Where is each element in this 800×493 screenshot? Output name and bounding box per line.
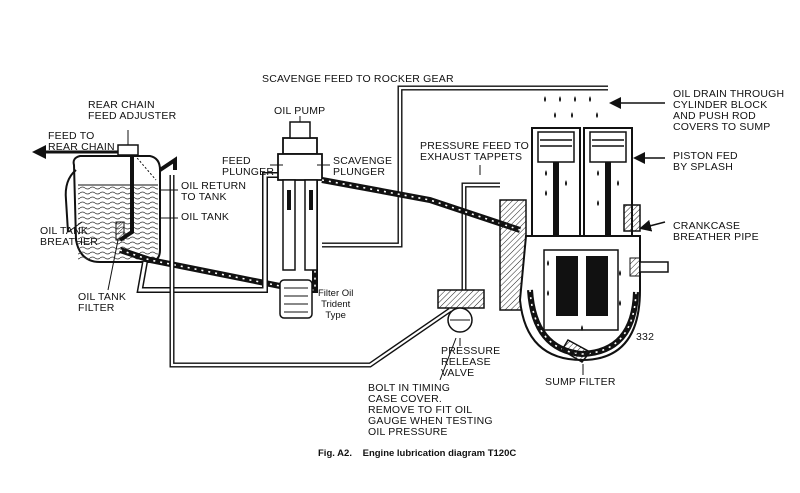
oil-pump-top [282, 137, 318, 155]
oil-return-pipe [158, 156, 177, 172]
label-bolt-timing: BOLT IN TIMING CASE COVER. REMOVE TO FIT… [368, 382, 493, 438]
label-pressure-release-valve: PRESSURE RELEASE VALVE [441, 345, 501, 379]
label-filter-oil: Filter Oil Trident Type [318, 288, 354, 321]
return-pipe-in-tank [118, 152, 134, 242]
label-piston-fed: PISTON FED BY SPLASH [673, 150, 738, 173]
feed-plunger-bore [282, 179, 296, 271]
label-crankcase-breather: CRANKCASE BREATHER PIPE [673, 220, 759, 243]
rear-chain-adjuster-body [117, 144, 139, 156]
engine-group [437, 127, 669, 363]
label-rear-chain-adjuster: REAR CHAIN FEED ADJUSTER [88, 99, 177, 122]
label-scavenge-plunger: SCAVENGE PLUNGER [333, 155, 393, 178]
oil-drops [544, 96, 621, 331]
figure-caption-number: Fig. A2. [318, 448, 352, 459]
label-pressure-feed: PRESSURE FEED TO EXHAUST TAPPETS [420, 140, 530, 163]
label-feed-plunger: FEED PLUNGER [222, 155, 275, 178]
figure-caption: Fig. A2. Engine lubrication diagram T120… [318, 448, 516, 459]
piston-right [589, 131, 627, 163]
scavenge-plunger-bore [304, 179, 318, 271]
feed-to-rear-chain-arrow [32, 145, 118, 159]
label-sump-filter: SUMP FILTER [545, 376, 616, 388]
label-scavenge-feed: SCAVENGE FEED TO ROCKER GEAR [262, 73, 454, 85]
piston-left [537, 131, 575, 163]
label-feed-to-rear-chain: FEED TO REAR CHAIN [48, 130, 115, 153]
crankcase-breather [623, 204, 641, 232]
figure-caption-text: Engine lubrication diagram T120C [362, 448, 517, 459]
oil-tank-breather-pipe [64, 169, 77, 233]
label-oil-tank: OIL TANK [181, 211, 230, 223]
label-oil-drain: OIL DRAIN THROUGH CYLINDER BLOCK AND PUS… [673, 88, 785, 133]
oil-tank-group [64, 144, 161, 263]
exhaust-tappet-pipe [461, 182, 500, 290]
label-oil-pump: OIL PUMP [274, 105, 326, 117]
oil-pump-body [277, 153, 323, 181]
trident-filter-body [279, 279, 313, 319]
pressure-release-valve [437, 289, 485, 333]
callout-arrows [609, 97, 666, 232]
label-oil-tank-breather: OIL TANK BREATHER [40, 225, 98, 248]
label-oil-tank-filter: OIL TANK FILTER [78, 291, 127, 314]
label-figure-number: 332 [636, 331, 655, 343]
label-oil-return: OIL RETURN TO TANK [181, 180, 247, 203]
sump-filter-element [560, 338, 592, 363]
leader-lines [67, 116, 584, 381]
oil-pump-group [277, 121, 323, 319]
